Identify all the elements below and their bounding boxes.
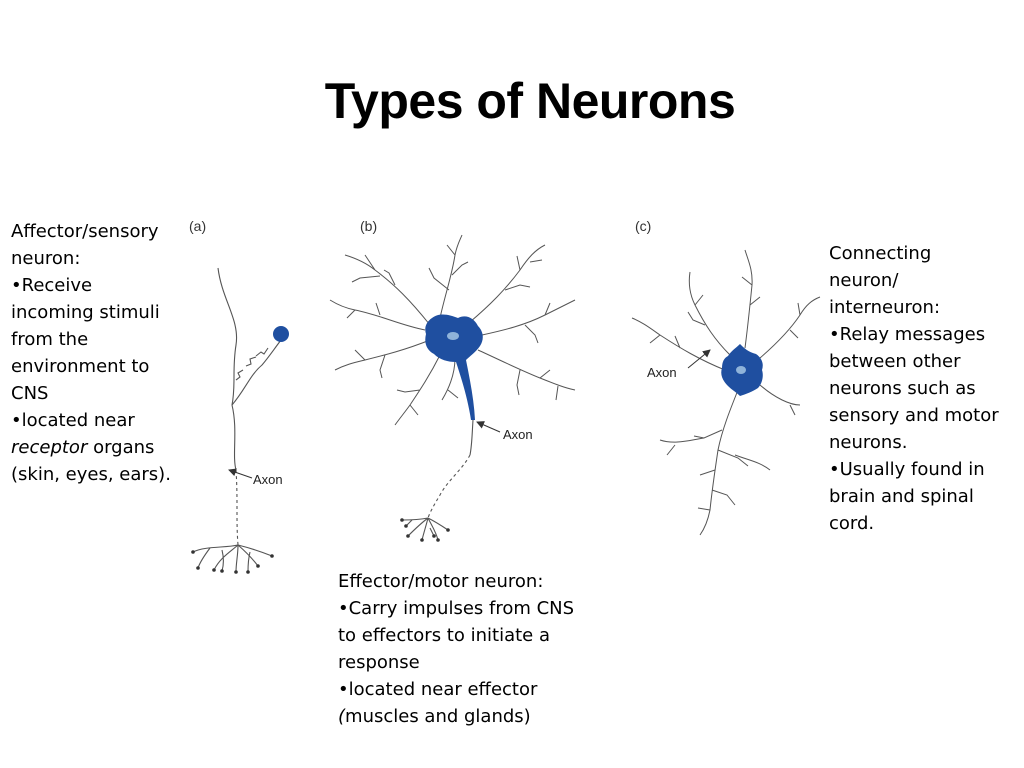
receptor-emphasis: receptor <box>11 437 88 458</box>
sensory-terminals <box>192 544 273 573</box>
motor-neuron-dendrites <box>329 234 576 426</box>
motor-line: Effector/motor neuron: <box>338 571 544 592</box>
panel-label-a: (a) <box>189 218 207 234</box>
inter-line: Connecting <box>829 243 932 264</box>
motor-axon-dashed <box>427 454 471 519</box>
sensory-cell-body <box>273 326 289 342</box>
interneuron-dendrites <box>631 249 821 536</box>
interneuron-axon-arrow <box>687 349 711 369</box>
motor-cell-body <box>425 314 483 420</box>
motor-line: •located near effector <box>338 679 538 700</box>
sensory-neuron-drawing <box>191 267 282 574</box>
inter-line: neurons. <box>829 432 908 453</box>
sensory-axon-arrow <box>228 468 253 479</box>
motor-terminals <box>401 517 449 541</box>
motor-axon-arrow <box>476 421 501 433</box>
motor-line: (muscles and glands) <box>338 703 574 730</box>
sensory-axon-fiber <box>231 404 237 471</box>
inter-line: cord. <box>829 513 875 534</box>
inter-line: •Relay messages <box>829 324 986 345</box>
interneuron-description: Connecting neuron/ interneuron: •Relay m… <box>829 240 999 537</box>
panel-label-c: (c) <box>635 218 652 234</box>
sensory-line: Affector/sensory <box>11 221 159 242</box>
axon-label-sensory: Axon <box>253 472 283 487</box>
sensory-branch-squiggle <box>235 347 269 381</box>
sensory-line: environment to <box>11 356 150 377</box>
motor-line-tail: muscles and glands) <box>345 706 531 727</box>
motor-axon-fiber <box>469 419 474 456</box>
inter-line: interneuron: <box>829 297 941 318</box>
sensory-line: neuron: <box>11 248 81 269</box>
inter-line: •Usually found in <box>829 459 985 480</box>
motor-terminal-dots <box>400 518 450 542</box>
panel-label-b: (b) <box>360 218 378 234</box>
motor-neuron-description: Effector/motor neuron: •Carry impulses f… <box>338 568 574 730</box>
sensory-line: from the <box>11 329 89 350</box>
inter-line: neurons such as <box>829 378 976 399</box>
sensory-line: •located near <box>11 410 135 431</box>
sensory-line: receptor organs <box>11 434 171 461</box>
sensory-peripheral-branch <box>231 339 282 406</box>
sensory-line: •Receive <box>11 275 93 296</box>
interneuron-nucleus <box>736 366 746 374</box>
sensory-terminal-dots <box>191 550 274 574</box>
sensory-upper-fiber <box>217 267 238 406</box>
motor-axon-drawing <box>400 419 474 542</box>
slide-title: Types of Neurons <box>324 73 736 129</box>
sensory-line: (skin, eyes, ears). <box>11 464 171 485</box>
inter-line: brain and spinal <box>829 486 974 507</box>
sensory-line-tail: organs <box>93 437 155 458</box>
axon-label-motor: Axon <box>503 427 533 442</box>
inter-line: sensory and motor <box>829 405 999 426</box>
open-paren: ( <box>338 706 346 727</box>
motor-nucleus <box>447 332 459 340</box>
axon-label-inter: Axon <box>647 365 677 380</box>
sensory-line: incoming stimuli <box>11 302 160 323</box>
sensory-neuron-description: Affector/sensory neuron: •Receive incomi… <box>11 218 171 488</box>
motor-line: •Carry impulses from CNS <box>338 598 575 619</box>
motor-line: response <box>338 652 420 673</box>
sensory-axon-dashed <box>235 469 239 546</box>
inter-line: between other <box>829 351 961 372</box>
motor-line: to effectors to initiate a <box>338 625 550 646</box>
sensory-line: CNS <box>11 383 49 404</box>
inter-line: neuron/ <box>829 270 899 291</box>
